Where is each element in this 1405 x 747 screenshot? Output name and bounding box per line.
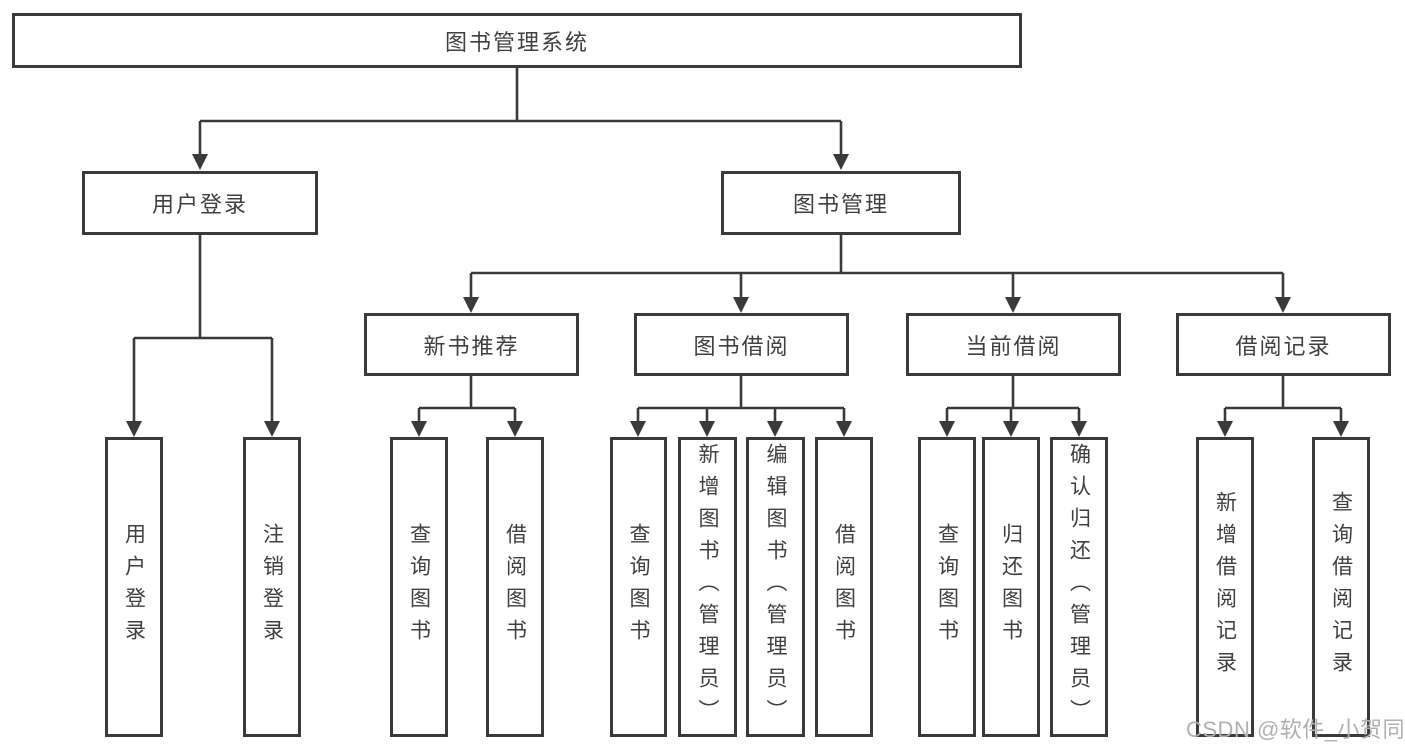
leaf-query-books-current: 查询图书	[918, 437, 976, 737]
leaf-add-borrow-record: 新增借阅记录	[1196, 437, 1254, 737]
arrow-icon	[463, 297, 479, 313]
leaf-return-books: 归还图书	[982, 437, 1040, 737]
arrow-icon	[699, 421, 715, 437]
arrow-icon	[264, 421, 280, 437]
arrow-icon	[507, 421, 523, 437]
arrow-icon	[192, 154, 208, 170]
arrowheads	[126, 154, 1349, 437]
arrow-icon	[126, 421, 142, 437]
tree-edges	[132, 68, 1343, 425]
csdn-watermark: CSDN @软件_小贺同学	[1186, 717, 1405, 742]
node-book-borrow: 图书借阅	[634, 313, 849, 376]
arrow-icon	[833, 154, 849, 170]
node-current-borrow: 当前借阅	[906, 313, 1121, 376]
arrow-icon	[733, 297, 749, 313]
arrow-icon	[1071, 421, 1087, 437]
node-library-system: 图书管理系统	[12, 13, 1022, 68]
arrow-icon	[939, 421, 955, 437]
leaf-edit-book-admin: 编辑图书（管理员）	[746, 437, 805, 737]
arrow-icon	[1005, 297, 1021, 313]
arrow-icon	[836, 421, 852, 437]
leaf-query-books-borrow: 查询图书	[610, 437, 667, 737]
leaf-query-borrow-record: 查询借阅记录	[1312, 437, 1370, 737]
leaf-add-book-admin: 新增图书（管理员）	[678, 437, 737, 737]
node-user-login: 用户登录	[82, 171, 318, 235]
arrow-icon	[767, 421, 783, 437]
node-book-management: 图书管理	[721, 171, 961, 235]
arrow-icon	[1333, 421, 1349, 437]
arrow-icon	[1003, 421, 1019, 437]
arrow-icon	[1275, 297, 1291, 313]
leaf-user-login: 用户登录	[105, 437, 163, 737]
leaf-query-books-recommend: 查询图书	[390, 437, 448, 737]
arrow-icon	[411, 421, 427, 437]
arrow-icon	[630, 421, 646, 437]
leaf-borrow-books-recommend: 借阅图书	[486, 437, 544, 737]
leaf-borrow-books: 借阅图书	[815, 437, 873, 737]
leaf-logout: 注销登录	[243, 437, 301, 737]
arrow-icon	[1217, 421, 1233, 437]
node-borrow-records: 借阅记录	[1176, 313, 1391, 376]
node-new-book-recommend: 新书推荐	[364, 313, 579, 376]
leaf-confirm-return-admin: 确认归还（管理员）	[1050, 437, 1108, 737]
